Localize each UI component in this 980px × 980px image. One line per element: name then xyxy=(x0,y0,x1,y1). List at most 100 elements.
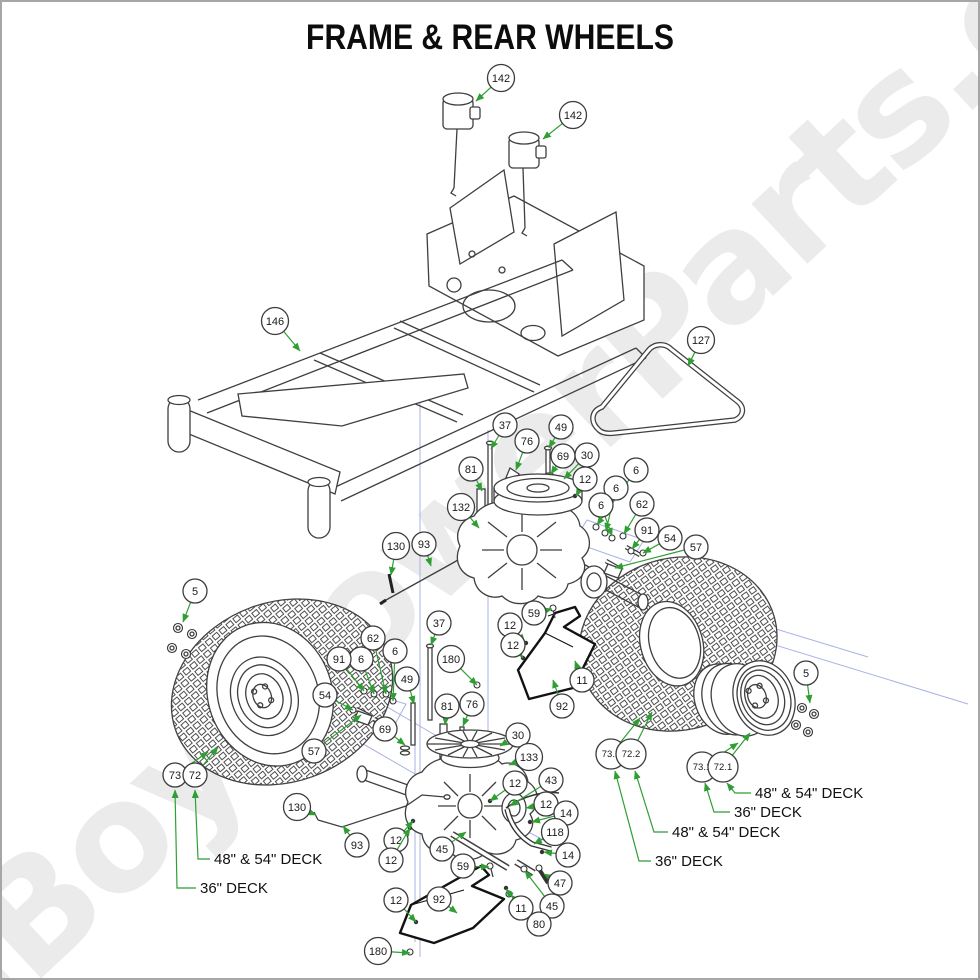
callout-130[interactable]: 130 xyxy=(282,792,317,822)
callout-180[interactable]: 180 xyxy=(436,644,478,686)
callout-bubble[interactable] xyxy=(458,456,484,482)
callout-bubble[interactable] xyxy=(436,644,466,674)
callout-69[interactable]: 69 xyxy=(372,716,406,746)
callout-5[interactable]: 5 xyxy=(793,660,819,704)
callout-bubble[interactable] xyxy=(683,534,709,560)
callout-bubble[interactable] xyxy=(707,751,739,783)
callout-bubble[interactable] xyxy=(521,600,547,626)
callout-bubble[interactable] xyxy=(383,887,409,913)
callout-37[interactable]: 37 xyxy=(426,610,452,646)
callout-12[interactable]: 12 xyxy=(572,466,598,497)
callout-6[interactable]: 6 xyxy=(588,492,614,537)
callout-bubble[interactable] xyxy=(434,693,460,719)
callout-69[interactable]: 69 xyxy=(550,443,576,475)
callout-bubble[interactable] xyxy=(182,762,208,788)
callout-bubble[interactable] xyxy=(450,853,476,879)
callout-bubble[interactable] xyxy=(378,847,404,873)
callout-bubble[interactable] xyxy=(686,325,716,355)
callout-bubble[interactable] xyxy=(344,832,370,858)
callout-6[interactable]: 6 xyxy=(382,638,408,702)
callout-54[interactable]: 54 xyxy=(312,682,354,711)
callout-bubble[interactable] xyxy=(394,666,420,692)
callout-bubble[interactable] xyxy=(429,836,455,862)
callout-bubble[interactable] xyxy=(182,578,208,604)
callout-91[interactable]: 91 xyxy=(631,517,660,550)
callout-bubble[interactable] xyxy=(381,531,411,561)
callout-12[interactable]: 12 xyxy=(500,632,526,659)
callout-6[interactable]: 6 xyxy=(348,646,375,695)
callout-bubble[interactable] xyxy=(549,693,575,719)
callout-30[interactable]: 30 xyxy=(499,722,531,748)
callout-11[interactable]: 11 xyxy=(505,888,534,921)
callout-5[interactable]: 5 xyxy=(182,578,208,623)
callout-37[interactable]: 37 xyxy=(490,412,518,450)
callout-72.1[interactable]: 72.1 xyxy=(707,732,751,783)
callout-bubble[interactable] xyxy=(538,767,564,793)
callout-118[interactable]: 118 xyxy=(533,817,570,847)
callout-59[interactable]: 59 xyxy=(450,853,490,879)
callout-57[interactable]: 57 xyxy=(301,714,362,764)
callout-146[interactable]: 146 xyxy=(260,306,301,352)
callout-62[interactable]: 62 xyxy=(623,491,655,535)
callout-bubble[interactable] xyxy=(548,414,574,440)
callout-bubble[interactable] xyxy=(360,625,386,651)
callout-bubble[interactable] xyxy=(623,457,649,483)
callout-76[interactable]: 76 xyxy=(459,691,485,727)
callout-12[interactable]: 12 xyxy=(383,887,417,923)
callout-12[interactable]: 12 xyxy=(383,820,414,853)
callout-bubble[interactable] xyxy=(382,638,408,664)
callout-bubble[interactable] xyxy=(500,632,526,658)
callout-49[interactable]: 49 xyxy=(548,414,574,449)
callout-11[interactable]: 11 xyxy=(569,660,595,693)
callout-bubble[interactable] xyxy=(539,893,565,919)
callout-133[interactable]: 133 xyxy=(508,742,544,772)
callout-93[interactable]: 93 xyxy=(342,825,370,858)
callout-bubble[interactable] xyxy=(312,682,338,708)
callout-180[interactable]: 180 xyxy=(363,936,411,966)
callout-45[interactable]: 45 xyxy=(524,870,565,919)
callout-bubble[interactable] xyxy=(459,691,485,717)
callout-142[interactable]: 142 xyxy=(475,63,516,102)
callout-93[interactable]: 93 xyxy=(411,531,437,567)
callout-12[interactable]: 12 xyxy=(489,770,528,802)
callout-bubble[interactable] xyxy=(426,610,452,636)
callout-bubble[interactable] xyxy=(793,660,819,686)
callout-bubble[interactable] xyxy=(514,742,544,772)
callout-bubble[interactable] xyxy=(657,525,683,551)
callout-bubble[interactable] xyxy=(508,895,534,921)
callout-81[interactable]: 81 xyxy=(458,456,484,492)
callout-bubble[interactable] xyxy=(446,492,476,522)
callout-bubble[interactable] xyxy=(411,531,437,557)
callout-bubble[interactable] xyxy=(505,722,531,748)
callout-bubble[interactable] xyxy=(569,667,595,693)
callout-132[interactable]: 132 xyxy=(446,492,480,529)
callout-bubble[interactable] xyxy=(486,63,516,93)
callout-bubble[interactable] xyxy=(572,466,598,492)
callout-130[interactable]: 130 xyxy=(381,531,411,576)
callout-bubble[interactable] xyxy=(260,306,290,336)
callout-14[interactable]: 14 xyxy=(543,842,581,868)
callout-59[interactable]: 59 xyxy=(521,600,553,626)
callout-bubble[interactable] xyxy=(363,936,393,966)
callout-bubble[interactable] xyxy=(301,738,327,764)
callout-72.2[interactable]: 72.2 xyxy=(615,711,653,770)
callout-bubble[interactable] xyxy=(540,817,570,847)
callout-bubble[interactable] xyxy=(492,412,518,438)
callout-bubble[interactable] xyxy=(282,792,312,822)
callout-12[interactable]: 12 xyxy=(378,827,411,873)
callout-bubble[interactable] xyxy=(629,491,655,517)
callout-bubble[interactable] xyxy=(372,716,398,742)
callout-43[interactable]: 43 xyxy=(509,767,564,807)
callout-76[interactable]: 76 xyxy=(514,428,540,471)
callout-54[interactable]: 54 xyxy=(642,525,683,554)
callout-bubble[interactable] xyxy=(555,842,581,868)
callout-bubble[interactable] xyxy=(526,911,552,937)
callout-bubble[interactable] xyxy=(558,100,588,130)
callout-72[interactable]: 72 xyxy=(182,746,219,788)
callout-49[interactable]: 49 xyxy=(394,666,420,705)
callout-bubble[interactable] xyxy=(502,770,528,796)
callout-81[interactable]: 81 xyxy=(434,693,460,726)
callout-142[interactable]: 142 xyxy=(542,100,588,140)
callout-bubble[interactable] xyxy=(326,646,352,672)
callout-127[interactable]: 127 xyxy=(686,325,716,367)
